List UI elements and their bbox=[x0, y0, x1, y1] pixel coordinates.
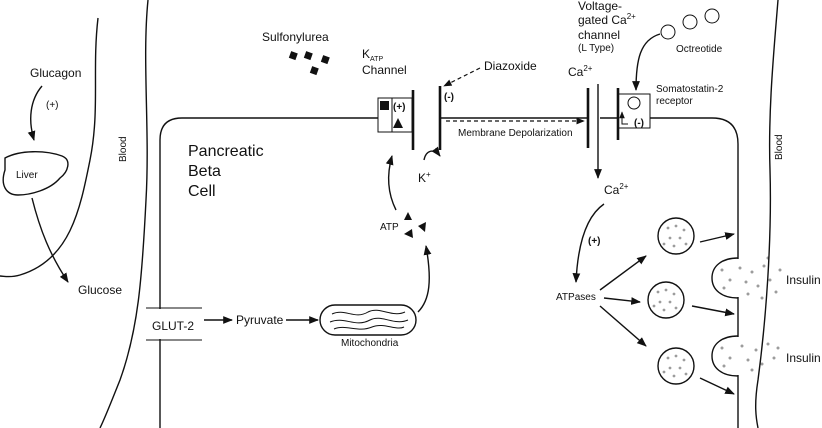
mitochondria-label: Mitochondria bbox=[341, 338, 399, 349]
vesicle-2-arrow bbox=[691, 305, 735, 317]
glucose-label: Glucose bbox=[78, 283, 122, 297]
atpases-arrow-mid bbox=[603, 297, 641, 305]
insulin-release-dots-2 bbox=[720, 342, 780, 372]
glucagon-to-liver-arrow bbox=[27, 85, 43, 141]
vgcc-label-1: Voltage- bbox=[578, 0, 622, 13]
atpases-arrow-down bbox=[599, 305, 647, 347]
k-ion-label: K+ bbox=[418, 170, 431, 185]
sulfonylurea-square-3 bbox=[320, 55, 330, 65]
mitochondrion bbox=[319, 304, 417, 336]
left-vessel-wall-2 bbox=[99, 0, 149, 428]
mito-crista-1 bbox=[331, 309, 406, 316]
mito-crista-2 bbox=[329, 317, 409, 324]
atpases-label: ATPases bbox=[556, 292, 596, 303]
vgcc-label-4: (L Type) bbox=[578, 43, 614, 54]
insulin-label-2: Insulin bbox=[786, 351, 821, 365]
cell-title-line3: Cell bbox=[188, 183, 216, 200]
exocytosis-gap-2 bbox=[736, 337, 740, 375]
vesicle-1-arrow bbox=[699, 232, 735, 243]
blood-label-left: Blood bbox=[118, 136, 129, 162]
atp-triangle-3 bbox=[404, 229, 413, 238]
octreotide-circle-1 bbox=[660, 24, 676, 40]
katp-label: KATP bbox=[362, 47, 383, 63]
katp-atp-site bbox=[393, 118, 403, 128]
sst-effect: (-) bbox=[634, 118, 644, 129]
octreotide-circle-3 bbox=[704, 8, 720, 24]
insulin-label-1: Insulin bbox=[786, 273, 821, 287]
diazoxide-arrow bbox=[443, 67, 481, 87]
sulfonylurea-square-1 bbox=[288, 51, 298, 61]
exocytosis-pocket-1 bbox=[711, 257, 739, 299]
exocytosis-gap-1 bbox=[736, 259, 740, 297]
vesicle-3 bbox=[657, 347, 695, 385]
sulfonylurea-label: Sulfonylurea bbox=[262, 30, 329, 44]
mito-to-atp-arrow bbox=[417, 245, 432, 313]
liver-to-glucose-arrow bbox=[31, 197, 69, 283]
octreotide-circle-2 bbox=[682, 14, 698, 30]
mito-crista-3 bbox=[333, 324, 405, 330]
atp-triangle-1 bbox=[404, 212, 412, 220]
vesicle-2 bbox=[647, 281, 685, 319]
diazoxide-label: Diazoxide bbox=[484, 59, 537, 73]
glut2-label: GLUT-2 bbox=[152, 319, 194, 333]
octreotide-label: Octreotide bbox=[676, 44, 723, 55]
katp-sulfonylurea-site bbox=[380, 101, 389, 110]
vesicle-1 bbox=[657, 217, 695, 255]
sst-binding-site bbox=[627, 96, 641, 110]
vesicle-3-arrow bbox=[699, 377, 735, 395]
atpases-arrow-up bbox=[599, 255, 647, 291]
katp-effect: (+) bbox=[393, 102, 406, 113]
sst-inhibit-arrow bbox=[619, 111, 628, 125]
sulfonylurea-square-4 bbox=[309, 66, 319, 76]
sulfonylurea-square-2 bbox=[303, 51, 313, 61]
atp-label: ATP bbox=[380, 222, 399, 233]
atp-to-katp-arrow bbox=[385, 155, 397, 211]
cell-membrane bbox=[159, 117, 378, 428]
atp-triangle-2 bbox=[418, 222, 426, 232]
cell-membrane-right bbox=[650, 117, 739, 428]
k-efflux-arrow bbox=[423, 146, 441, 161]
ca-effect: (+) bbox=[588, 236, 601, 247]
membrane-depolarization-label: Membrane Depolarization bbox=[458, 128, 573, 139]
katp-channel-label: Channel bbox=[362, 63, 407, 77]
ca-to-atpases-arrow bbox=[572, 203, 605, 283]
sst-label-2: receptor bbox=[656, 96, 693, 107]
glucagon-label: Glucagon bbox=[30, 66, 81, 80]
cell-title-line1: Pancreatic bbox=[188, 143, 264, 160]
vgcc-label-3: channel bbox=[578, 28, 620, 42]
ca-outside-label: Ca2+ bbox=[568, 64, 593, 79]
diazoxide-effect: (-) bbox=[444, 92, 454, 103]
liver-label: Liver bbox=[16, 170, 38, 181]
cell-title-line2: Beta bbox=[188, 163, 221, 180]
glut2-gap bbox=[158, 309, 163, 339]
pyruvate-label: Pyruvate bbox=[236, 313, 284, 327]
liver-shape bbox=[2, 151, 69, 196]
octreotide-arrow bbox=[632, 33, 661, 91]
exocytosis-pocket-2 bbox=[711, 335, 739, 377]
sst-label-1: Somatostatin-2 bbox=[656, 84, 724, 95]
insulin-release-dots-1 bbox=[720, 256, 782, 300]
left-vessel-wall-1 bbox=[0, 17, 99, 278]
ca-inside-label: Ca2+ bbox=[604, 182, 629, 197]
right-vessel-wall bbox=[755, 0, 779, 428]
vgcc-label-2: gated Ca2+ bbox=[578, 12, 636, 27]
blood-label-right: Blood bbox=[774, 134, 785, 160]
glucagon-effect: (+) bbox=[46, 100, 59, 111]
